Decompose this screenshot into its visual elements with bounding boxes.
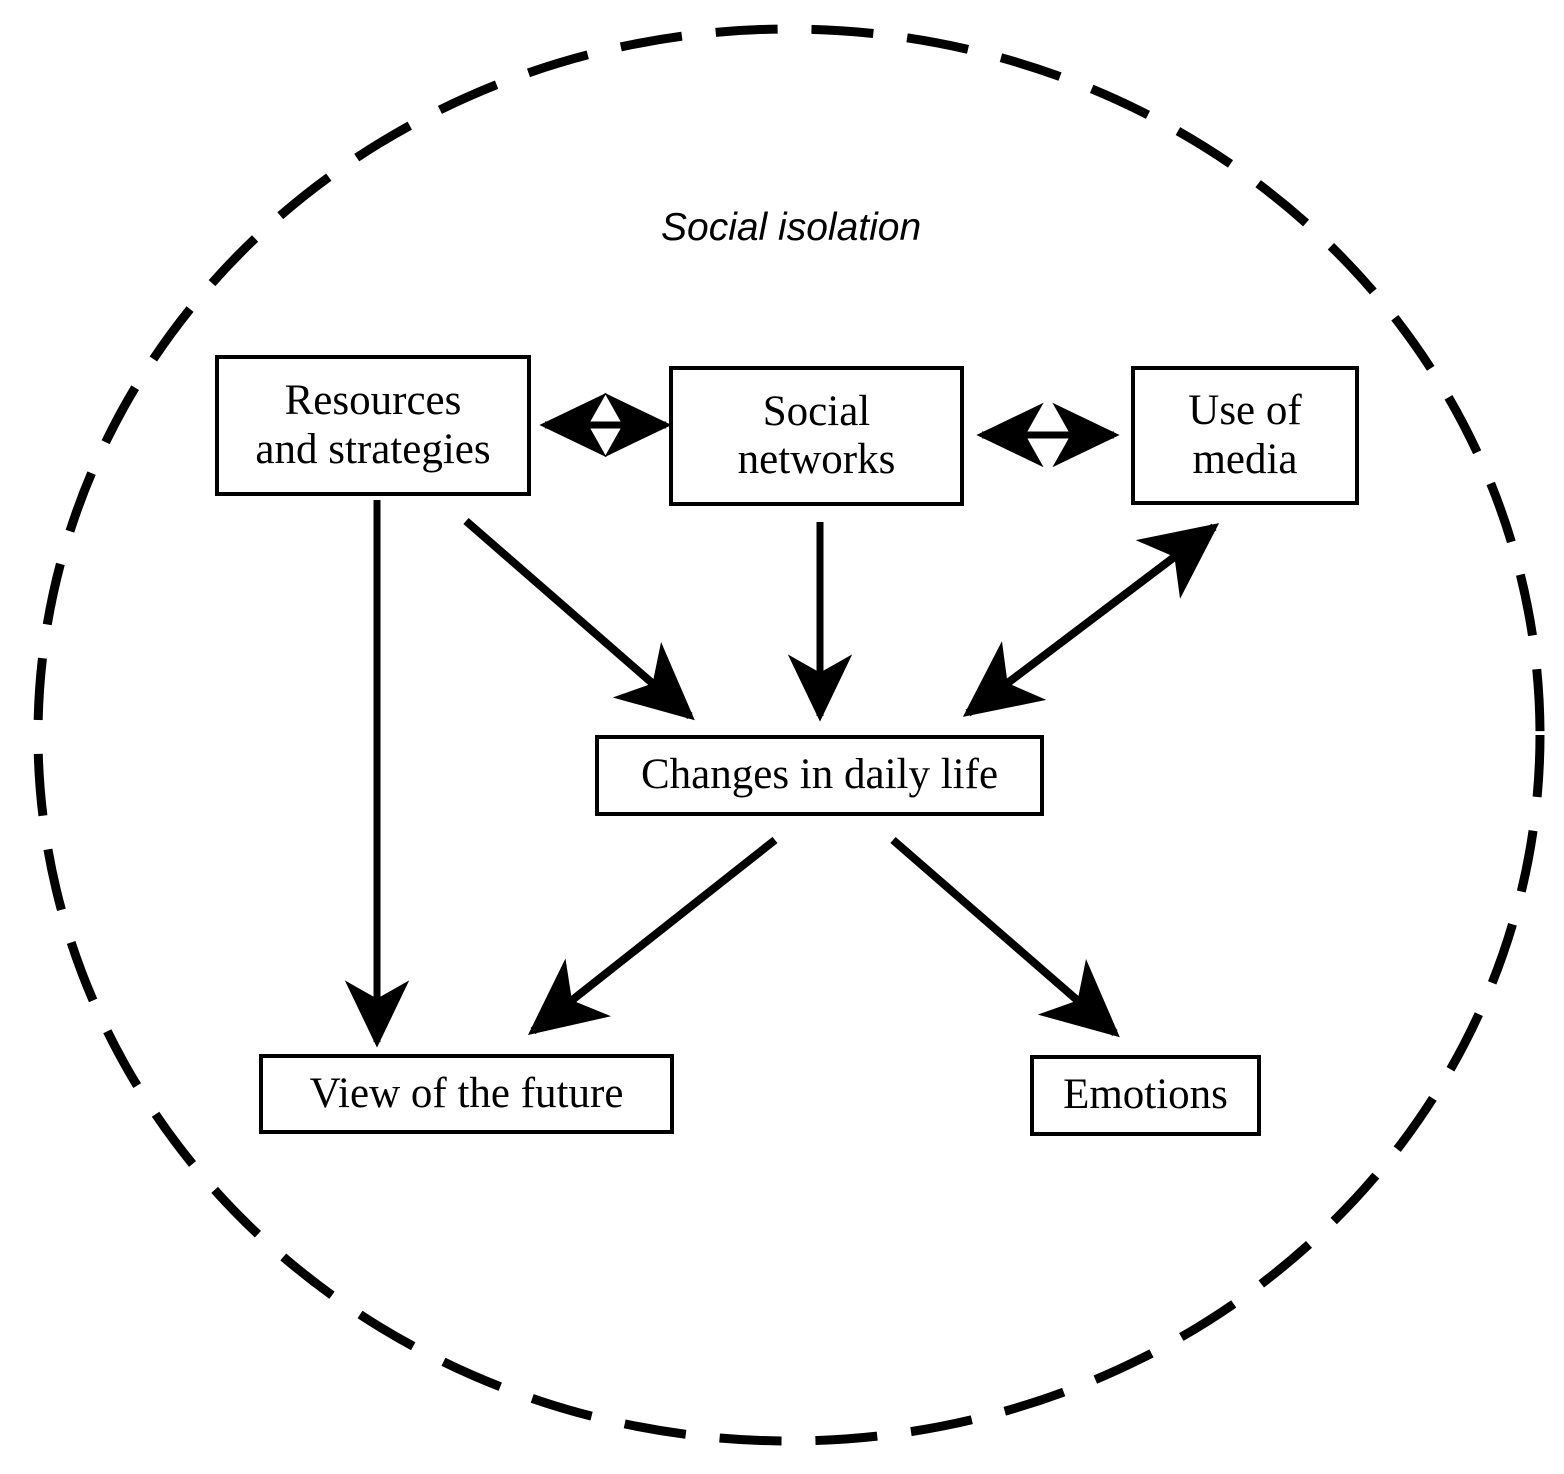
edge-changes-emotions — [890, 836, 1120, 1038]
edge-changes-use-of-media — [962, 523, 1220, 717]
node-changes-in-daily-life[interactable]: Changes in daily life — [595, 735, 1044, 816]
social-isolation-boundary-circle — [33, 24, 1545, 1446]
node-view-of-the-future[interactable]: View of the future — [259, 1054, 674, 1134]
node-use-of-media[interactable]: Use of media — [1131, 366, 1359, 505]
node-label-emotions: Emotions — [1063, 1071, 1228, 1119]
node-social-networks[interactable]: Social networks — [669, 366, 964, 506]
edge-resources-changes — [463, 517, 695, 721]
social-isolation-boundary-label: Social isolation — [661, 206, 922, 249]
node-label-social-networks: Social networks — [737, 387, 896, 483]
node-label-use-of-media: Use of media — [1188, 387, 1302, 483]
node-resources-and-strategies[interactable]: Resources and strategies — [215, 355, 531, 496]
node-label-changes-in-daily-life: Changes in daily life — [640, 751, 999, 799]
node-emotions[interactable]: Emotions — [1030, 1055, 1261, 1136]
node-label-view-of-the-future: View of the future — [309, 1069, 624, 1117]
node-label-resources-and-strategies: Resources and strategies — [255, 377, 491, 473]
edge-changes-view-future — [527, 836, 778, 1035]
